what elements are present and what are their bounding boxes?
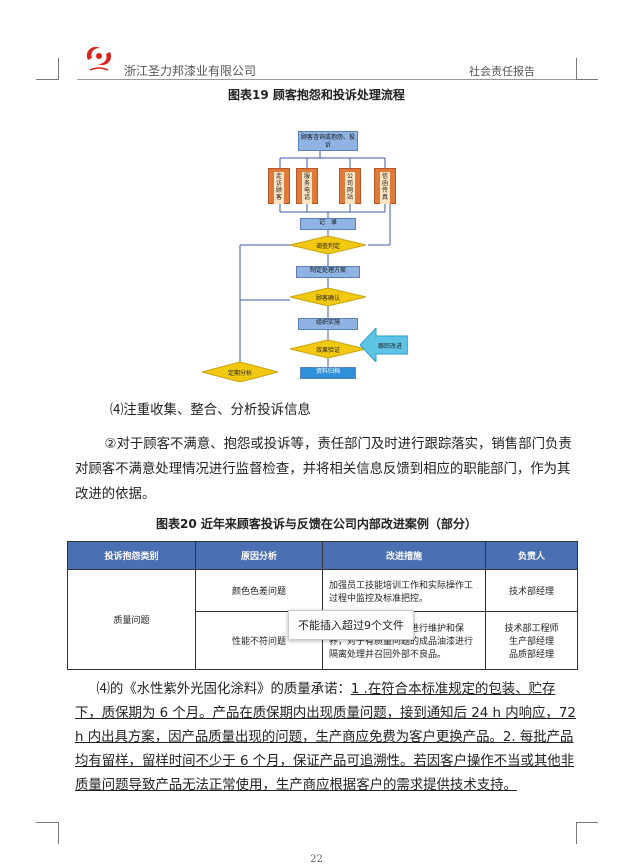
figure-20-caption: 图表20 近年来顾客投诉与反馈在公司内部改进案例（部分）: [156, 517, 477, 531]
node-customer-inquiry: 顾客咨询或抱怨、投诉: [298, 131, 358, 151]
node-plan: 制定处理方案: [296, 266, 360, 278]
figure-19-caption: 图表19 顾客抱怨和投诉处理流程: [228, 88, 405, 102]
node-confirm: 顾客确认: [290, 288, 366, 306]
channel-visit: 走访顾客: [268, 168, 290, 204]
commitment-details: 1 .在符合本标准规定的包装、贮存下，质保期为 6 个月。产品在质保期内出现质量…: [75, 682, 576, 793]
crop-mark: [576, 822, 577, 844]
col-header-measure: 改进措施: [322, 541, 486, 570]
report-title: 社会责任报告: [469, 65, 535, 78]
crop-mark: [58, 58, 59, 80]
node-verify: 效果验证: [290, 340, 366, 358]
cell-measure: 加强员工技能培训工作和实际操作工过程中监控及标准把控。: [322, 569, 486, 612]
cell-category: 质量问题: [67, 569, 196, 670]
company-name: 浙江圣力邦漆业有限公司: [124, 64, 257, 78]
paragraph-followup: ②对于顾客不满意、抱怨或投诉等，责任部门及时进行跟踪落实，销售部门负责对顾客不满…: [75, 437, 572, 502]
node-analyze: 定期分析: [202, 362, 278, 382]
header-divider: [77, 79, 576, 80]
cell-owner: 技术部经理: [485, 569, 578, 612]
node-improve-arrow: 跟踪改进: [360, 328, 408, 362]
complaint-flowchart: 顾客咨询或抱怨、投诉 走访顾客 服务电话 公司网站 信函传真 记 录 调查判定 …: [200, 128, 430, 388]
commitment-lead: ⑷的《水性紫外光固化涂料》的质量承诺：: [96, 682, 351, 697]
paragraph-quality-commitment: ⑷的《水性紫外光固化涂料》的质量承诺：1 .在符合本标准规定的包装、贮存下，质保…: [75, 678, 577, 798]
col-header-category: 投诉抱怨类别: [67, 541, 196, 570]
cell-cause: 颜色色差问题: [195, 569, 323, 612]
node-investigate: 调查判定: [290, 236, 366, 254]
cell-owner: 技术部工程师 生产部经理 品质部经理: [485, 611, 578, 670]
channel-website: 公司网站: [339, 168, 361, 204]
crop-mark: [36, 79, 58, 80]
table-row: 质量问题 颜色色差问题 加强员工技能培训工作和实际操作工过程中监控及标准把控。 …: [67, 569, 578, 670]
company-logo: [80, 40, 118, 74]
heading-collect-complaints: ⑷注重收集、整合、分析投诉信息: [110, 403, 311, 418]
crop-mark: [58, 822, 59, 844]
table-header-row: 投诉抱怨类别 原因分析 改进措施 负责人: [67, 541, 578, 570]
channel-phone: 服务电话: [296, 168, 318, 204]
crop-mark: [576, 58, 577, 80]
node-record: 记 录: [300, 218, 356, 230]
crop-mark: [36, 822, 58, 823]
crop-mark: [576, 822, 598, 823]
channel-fax: 信函传真: [374, 168, 396, 204]
improvement-cases-table: 投诉抱怨类别 原因分析 改进措施 负责人 质量问题 颜色色差问题 加强员工技能培…: [67, 541, 578, 670]
node-archive: 资料归档: [300, 367, 356, 379]
insert-limit-tooltip: 不能插入超过9个文件: [288, 610, 414, 640]
page-number: 22: [310, 854, 323, 865]
crop-mark: [576, 79, 598, 80]
col-header-owner: 负责人: [485, 541, 578, 570]
col-header-cause: 原因分析: [195, 541, 323, 570]
node-implement: 组织实施: [298, 318, 358, 330]
